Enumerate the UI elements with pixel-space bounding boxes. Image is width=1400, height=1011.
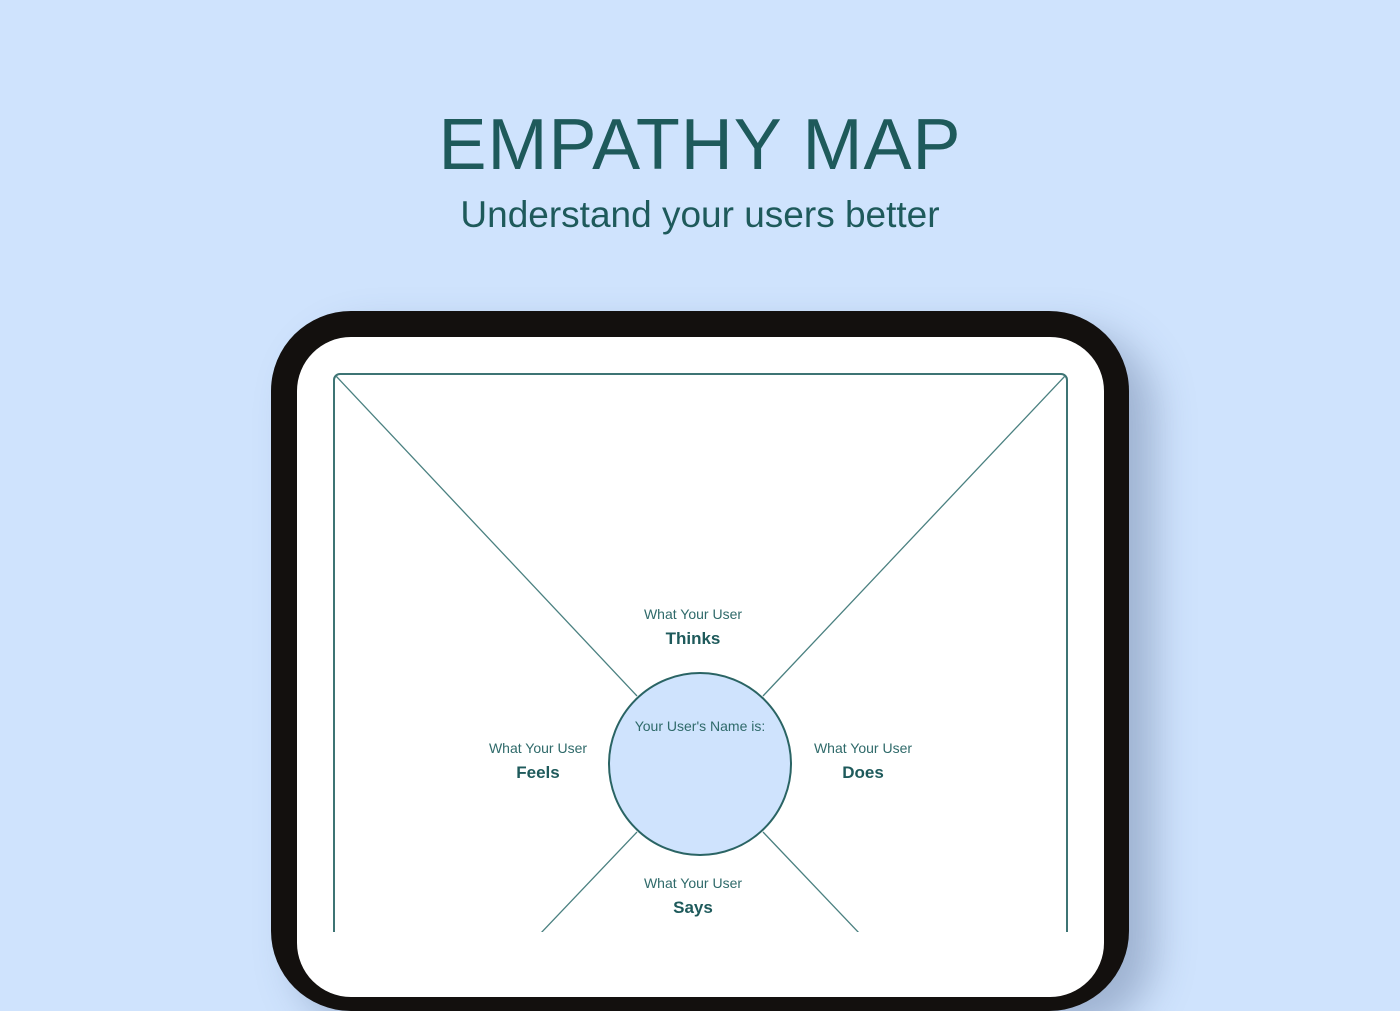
quadrant-label: Says xyxy=(673,898,713,917)
tablet-screen xyxy=(297,337,1104,997)
divider-bottom-left xyxy=(541,831,638,932)
quadrant-feels: What Your User Feels xyxy=(438,740,638,783)
page-subtitle: Understand your users better xyxy=(460,194,940,235)
map-frame xyxy=(333,373,1068,932)
divider-top-right xyxy=(762,375,1066,697)
user-name-circle xyxy=(608,672,792,856)
quadrant-prefix: What Your User xyxy=(643,875,743,891)
quadrant-prefix: What Your User xyxy=(643,606,743,622)
user-name-label: Your User's Name is: xyxy=(634,718,766,734)
divider-bottom-right xyxy=(762,831,859,932)
quadrant-label: Thinks xyxy=(665,629,721,648)
quadrant-does: What Your User Does xyxy=(763,740,963,783)
quadrant-label: Feels xyxy=(516,763,560,782)
divider-top-left xyxy=(335,375,638,697)
page-title: EMPATHY MAP xyxy=(438,105,962,185)
empathy-map-diagram xyxy=(333,373,1068,932)
quadrant-says: What Your User Says xyxy=(593,875,793,918)
quadrant-label: Does xyxy=(842,763,884,782)
quadrant-prefix: What Your User xyxy=(813,740,913,756)
quadrant-prefix: What Your User xyxy=(488,740,588,756)
quadrant-thinks: What Your User Thinks xyxy=(593,606,793,649)
